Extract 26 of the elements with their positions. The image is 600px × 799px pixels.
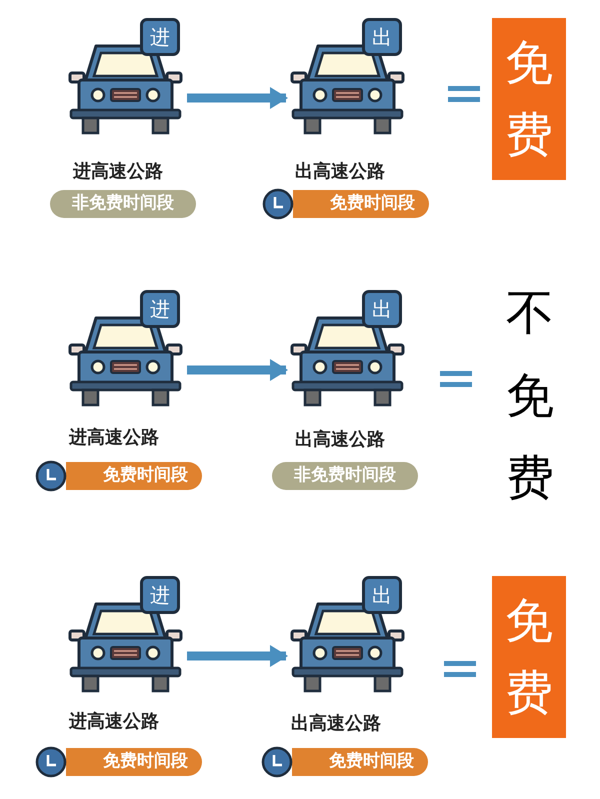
result-box — [492, 18, 566, 180]
badge: 出 — [362, 290, 402, 328]
result-text: 免费 — [505, 34, 553, 165]
road-label: 出高速公路 — [294, 428, 386, 452]
arrow — [187, 645, 288, 667]
result-text: 不免费 — [506, 284, 554, 508]
road-label: 出高速公路 — [290, 712, 382, 736]
result-box — [492, 576, 566, 738]
badge: 进 — [140, 290, 180, 328]
road-label: 出高速公路 — [294, 160, 386, 184]
badge: 出 — [362, 576, 402, 614]
badge: 进 — [140, 576, 180, 614]
arrow — [187, 359, 288, 381]
arrow — [187, 87, 288, 109]
badge: 进 — [140, 18, 180, 56]
time-period-pill: 免费时间段 — [292, 748, 428, 776]
time-period-pill: 免费时间段 — [66, 462, 202, 490]
time-period-pill: 免费时间段 — [293, 190, 429, 218]
result-text: 免费 — [505, 592, 553, 723]
time-period-pill: 免费时间段 — [66, 748, 202, 776]
time-period-pill: 非免费时间段 — [272, 462, 418, 490]
road-label: 进高速公路 — [72, 160, 164, 184]
badge: 出 — [362, 18, 402, 56]
time-period-pill: 非免费时间段 — [50, 190, 196, 218]
road-label: 进高速公路 — [68, 426, 160, 450]
road-label: 进高速公路 — [68, 710, 160, 734]
